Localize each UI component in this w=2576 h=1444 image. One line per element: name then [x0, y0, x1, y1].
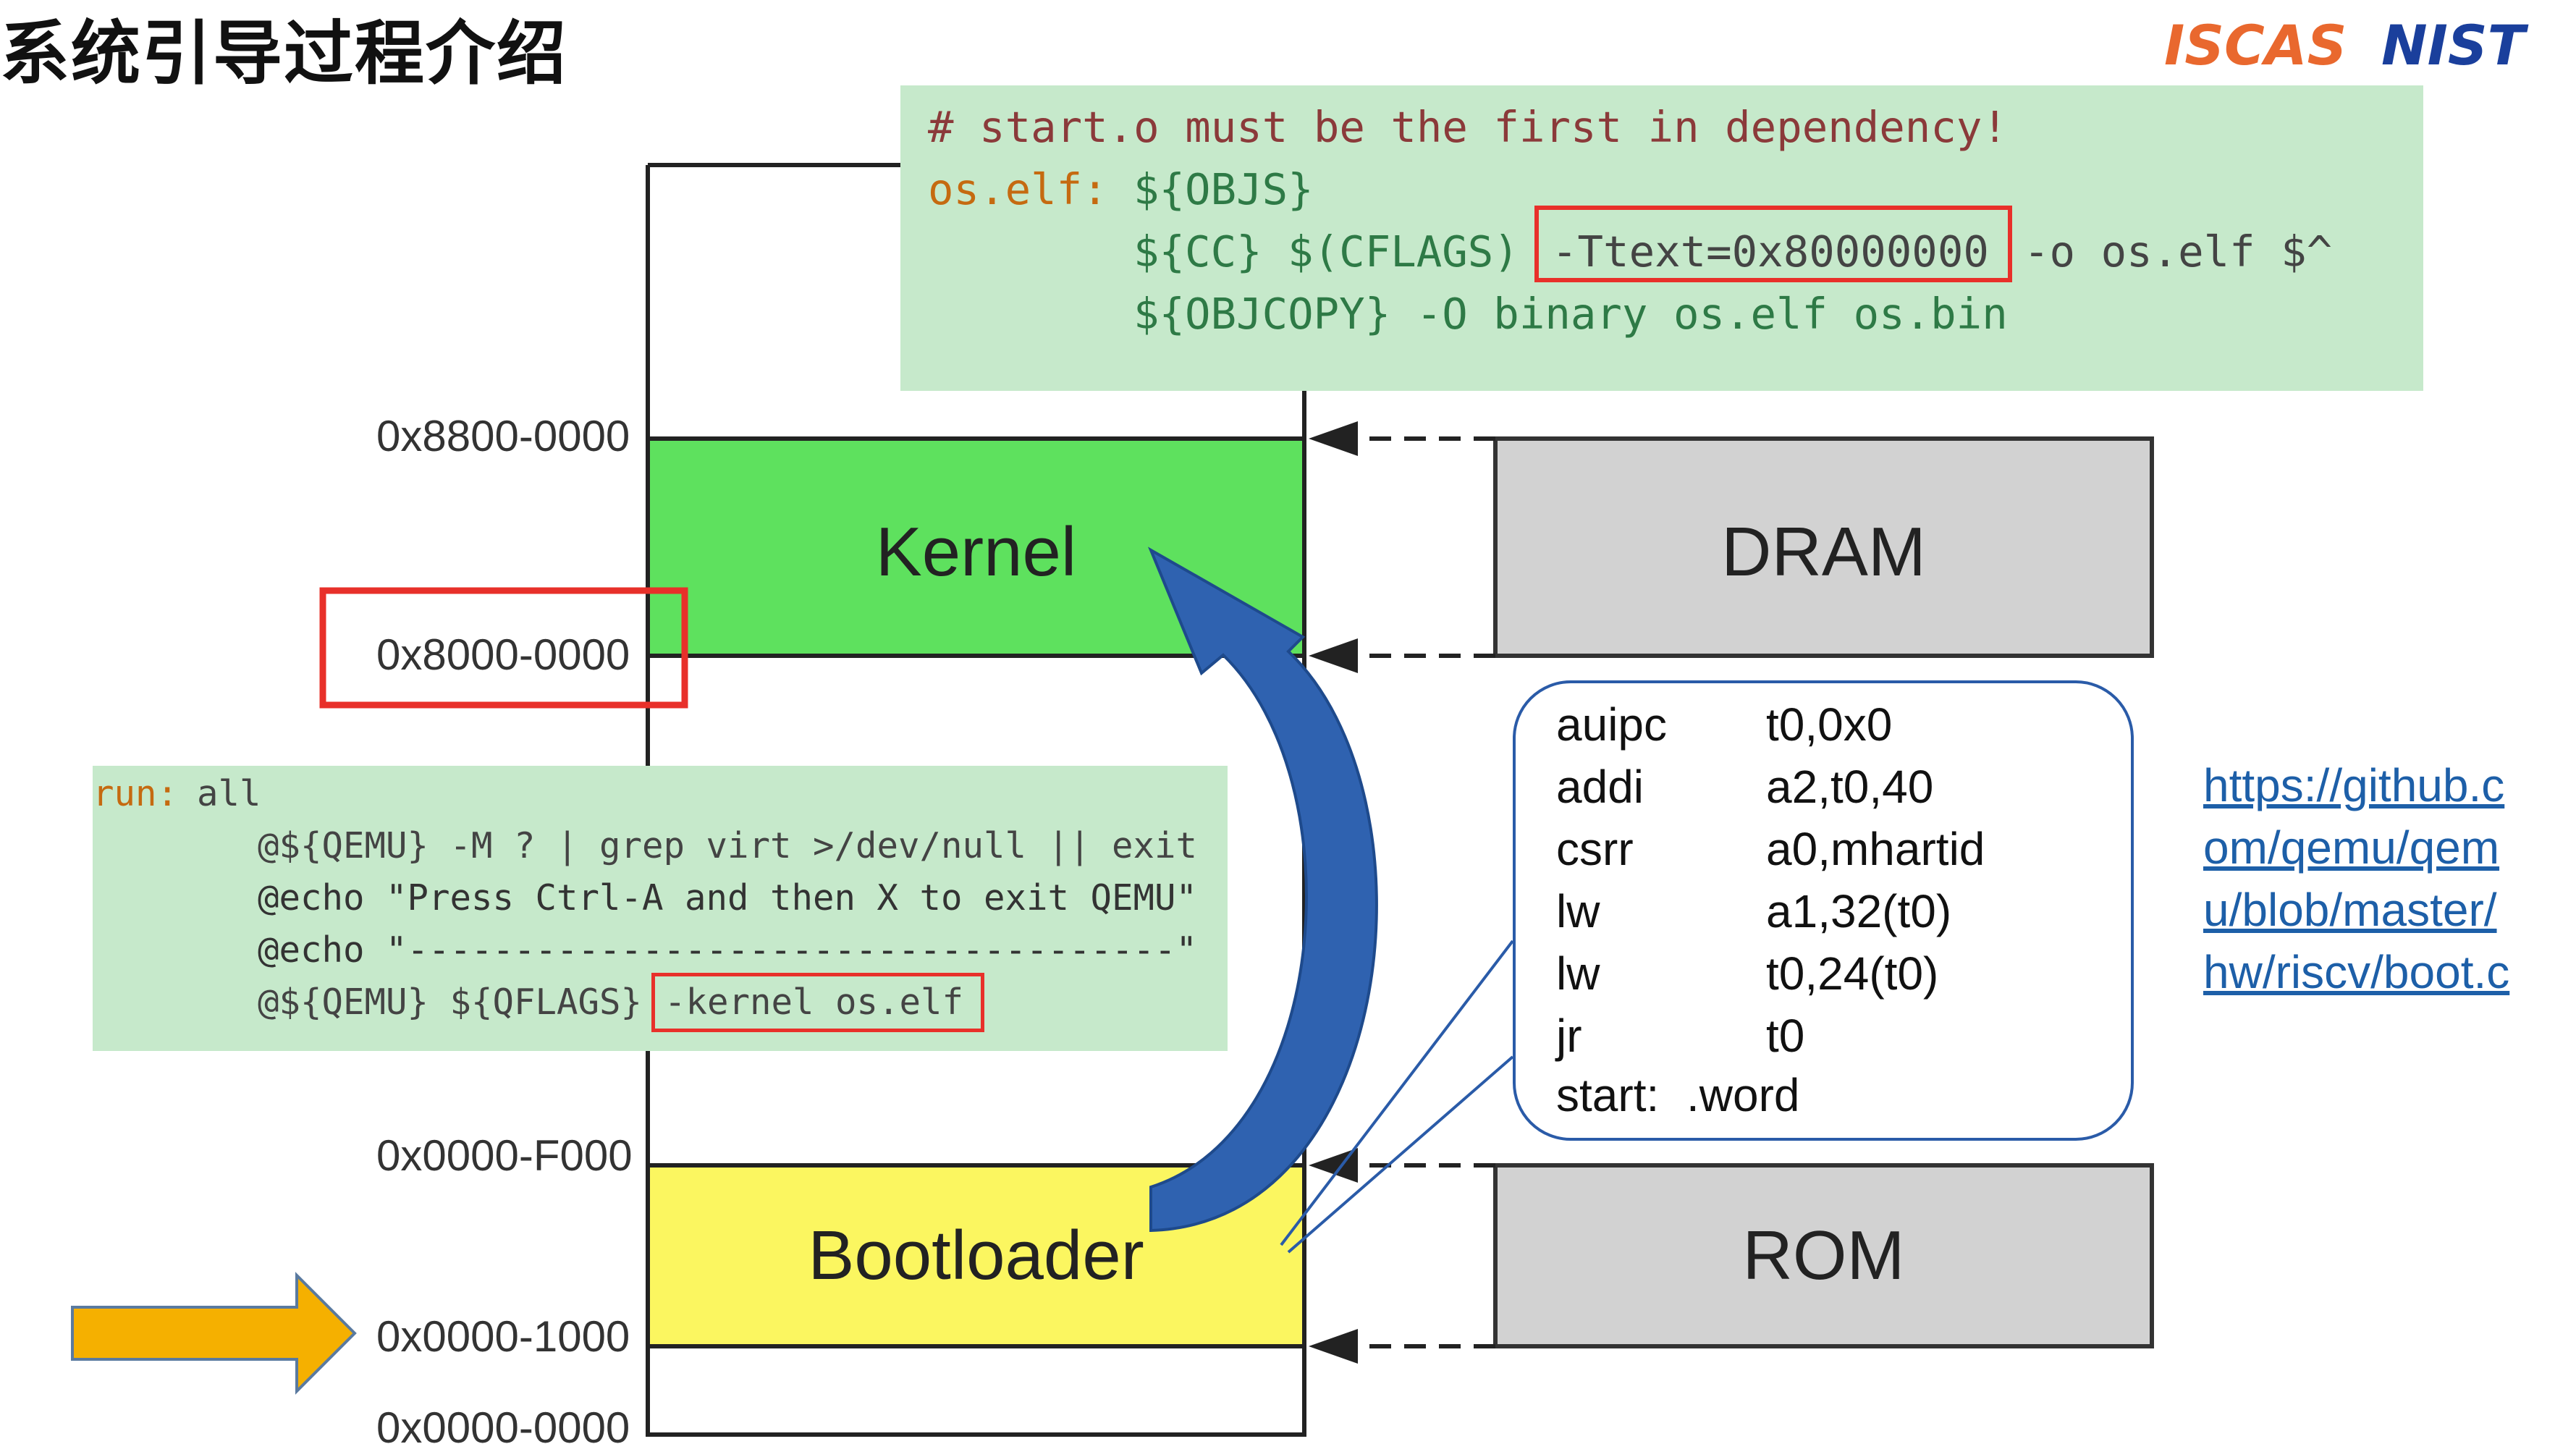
asm-args: t0,24(t0) [1766, 947, 1939, 1000]
ttext-flag: -Ttext=0x80000000 [1552, 227, 1989, 276]
asm-op: start: [1556, 1069, 1660, 1121]
asm-args: a1,32(t0) [1766, 885, 1952, 937]
nist-logo: NIST [2381, 13, 2525, 77]
rom-box [1493, 1163, 2154, 1348]
address-label: 0x8000-0000 [376, 630, 630, 679]
run-snippet: run: all @${QEMU} -M ? | grep virt >/dev… [93, 766, 1228, 1051]
ttext-highlight-box [1534, 206, 2012, 282]
run-line-1: @${QEMU} -M ? | grep virt >/dev/null || … [258, 825, 1198, 866]
address-highlight-box [319, 587, 688, 709]
entry-arrow [71, 1272, 357, 1395]
makefile-cc: ${CC} $(CFLAGS) [1133, 227, 1519, 276]
slide-title: 系统引导过程介绍 [0, 13, 567, 94]
run-line-4: @${QEMU} ${QFLAGS} [258, 981, 643, 1023]
kernel-flag: -kernel os.elf [664, 981, 964, 1023]
asm-op: lw [1556, 947, 1600, 1000]
asm-args: a0,mhartid [1766, 823, 1985, 875]
source-link-line[interactable]: hw/riscv/boot.c [2203, 946, 2510, 998]
makefile-snippet: # start.o must be the first in dependenc… [900, 85, 2423, 391]
asm-args: a2,t0,40 [1766, 761, 1934, 813]
rom-label: ROM [1742, 1217, 1905, 1294]
asm-op: auipc [1556, 698, 1667, 751]
source-link-line[interactable]: u/blob/master/ [2203, 884, 2497, 936]
address-label: 0x8800-0000 [376, 412, 630, 460]
run-line-2: @echo "Press Ctrl-A and then X to exit Q… [258, 877, 1198, 919]
kernel-flag-highlight-box [651, 973, 984, 1032]
bootloader-label: Bootloader [808, 1217, 1144, 1294]
kernel-label: Kernel [875, 513, 1077, 591]
iscas-logo: ISCAS [2164, 13, 2347, 77]
dram-bottom-arrowhead [1309, 638, 1358, 673]
asm-args: t0,0x0 [1766, 698, 1893, 751]
asm-args: t0 [1766, 1010, 1805, 1062]
asm-args: .word [1686, 1069, 1800, 1121]
rom-bottom-arrowhead [1309, 1329, 1358, 1364]
source-link-line[interactable]: om/qemu/qem [2203, 822, 2500, 874]
dram-box [1493, 436, 2154, 658]
makefile-output: -o os.elf $^ [2024, 227, 2333, 276]
asm-op: addi [1556, 761, 1644, 813]
run-target: run: [93, 773, 179, 814]
makefile-target: os.elf: [928, 164, 1108, 214]
makefile-deps: ${OBJS} [1133, 164, 1314, 214]
address-label: 0x0000-0000 [376, 1403, 630, 1444]
asm-op: jr [1556, 1010, 1582, 1062]
dram-top-arrowhead [1309, 421, 1358, 456]
run-line-3: @echo "---------------------------------… [258, 929, 1198, 971]
asm-callout: auipc t0,0x0 addi a2,t0,40 csrr a0,mhart… [1513, 680, 2134, 1141]
run-deps: all [197, 773, 261, 814]
address-label: 0x0000-1000 [376, 1312, 630, 1361]
address-label: 0x0000-F000 [376, 1131, 633, 1180]
asm-op: lw [1556, 885, 1600, 937]
makefile-objcopy: ${OBJCOPY} -O binary os.elf os.bin [1133, 289, 2008, 339]
source-link-line[interactable]: https://github.c [2203, 759, 2505, 811]
asm-op: csrr [1556, 823, 1634, 875]
makefile-comment: # start.o must be the first in dependenc… [928, 102, 2008, 152]
dram-label: DRAM [1721, 513, 1926, 591]
jump-arrow [1147, 546, 1378, 1233]
rom-top-arrowhead [1309, 1148, 1358, 1183]
